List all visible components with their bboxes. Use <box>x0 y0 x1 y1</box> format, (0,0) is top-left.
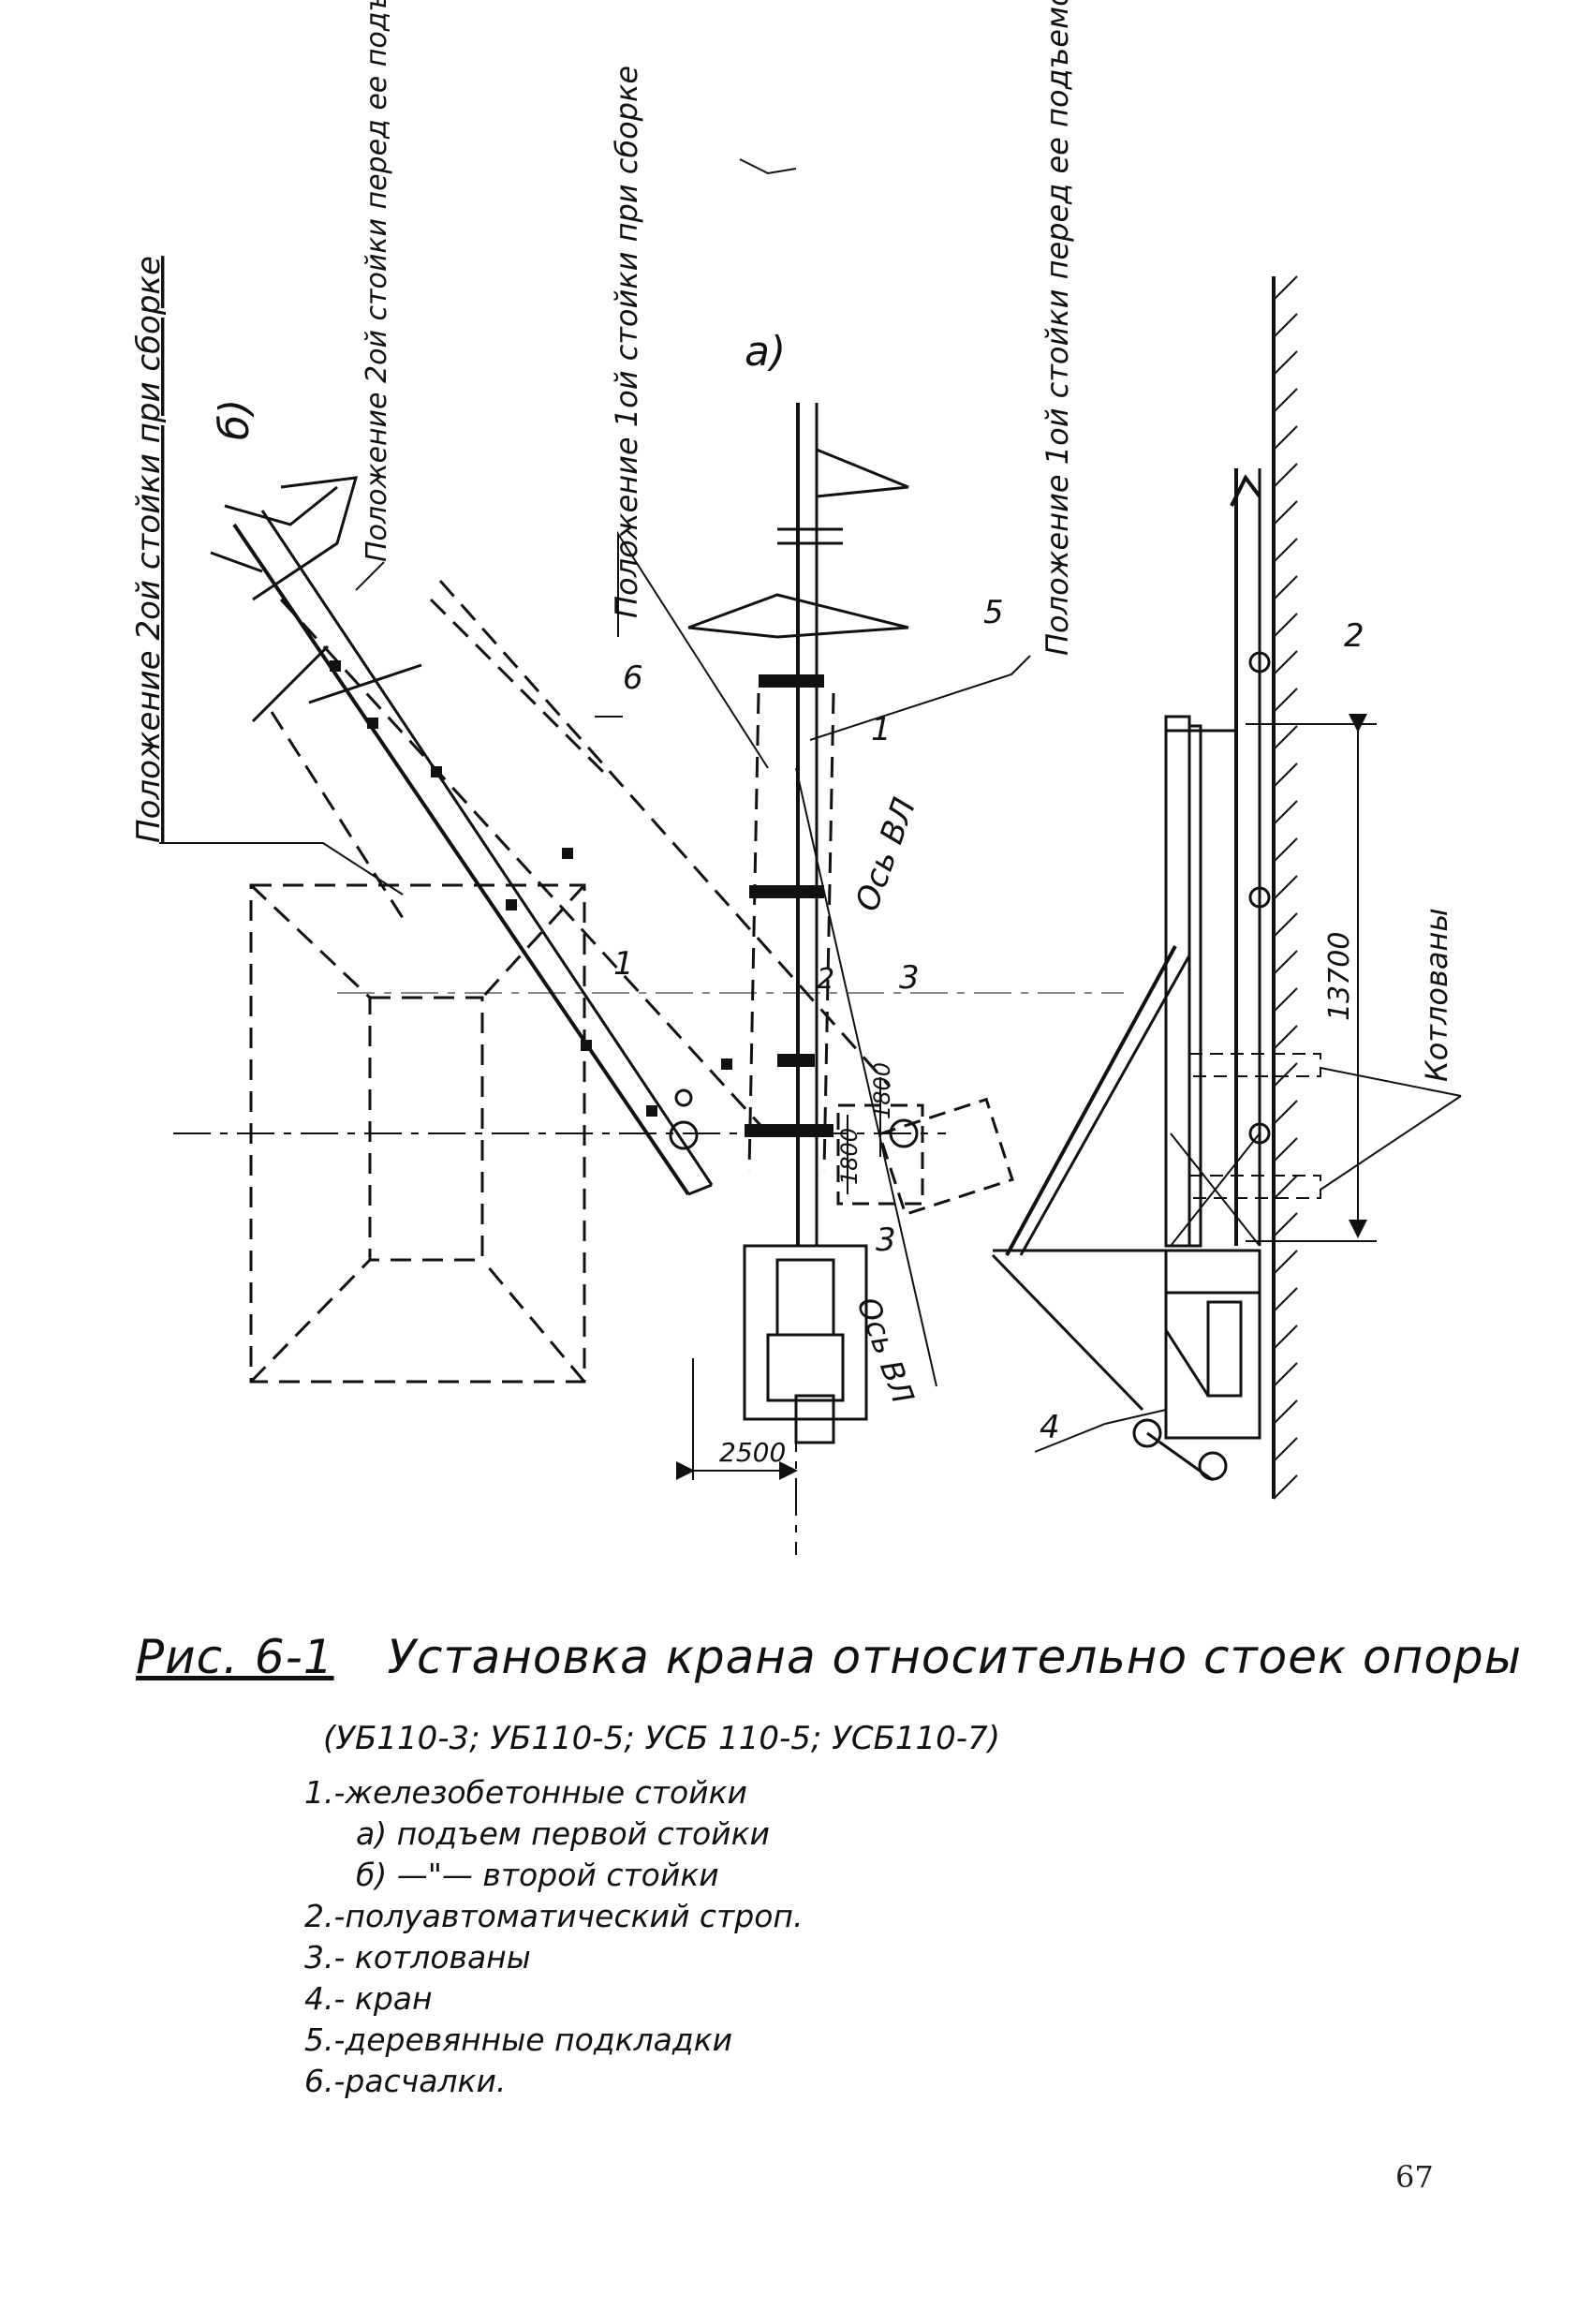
label-pos-first-lift: Положение 1ой стойки перед ее подъемом. <box>1040 0 1075 656</box>
label-pos-first-assembly: Положение 1ой стойки при сборке <box>609 66 644 618</box>
label-axis-bottom: Ось ВЛ <box>849 1293 921 1409</box>
dim-1800-a: 1800 <box>869 1062 895 1119</box>
callout-6: 6 <box>623 659 643 697</box>
label-pos-second-lift: Положение 2ой стойки перед ее подъемом <box>361 0 393 562</box>
dim-2500: 2500 <box>719 1437 786 1468</box>
legend-item: б) —"— второй стойки <box>356 1857 719 1893</box>
label-axis-top: Ось ВЛ <box>848 793 923 916</box>
figure-number: Рис. 6-1 <box>136 1630 334 1684</box>
crane-base <box>743 1244 868 1421</box>
crane-installation-diagram: Положение 2ой стойки при сборке б) Полож… <box>130 0 1462 1555</box>
legend-item: 4.- кран <box>304 1980 433 2017</box>
callout-3-top: 3 <box>899 959 920 997</box>
second-pole <box>232 523 690 1196</box>
crane-side-view <box>991 275 1462 1500</box>
caption-title-line: Рис. 6-1 Установка крана относительно ст… <box>136 1630 1521 1684</box>
callout-1-centre: 1 <box>871 711 892 748</box>
figure-legend: 1.-железобетонные стойки а) подъем перво… <box>304 1772 1494 2102</box>
page-number: 67 <box>1395 2159 1434 2195</box>
figure-caption: Рис. 6-1 Установка крана относительно ст… <box>136 1630 1521 2102</box>
callout-5: 5 <box>983 594 1004 631</box>
callout-2-centre: 2 <box>817 963 834 996</box>
label-pits: Котлованы <box>1419 908 1454 1082</box>
dim-1800-b: 1800 <box>836 1128 863 1185</box>
legend-item: 2.-полуавтоматический строп. <box>304 1898 804 1934</box>
pit-plan-inner <box>368 996 484 1262</box>
dim-13700: 13700 <box>1323 932 1356 1021</box>
label-section-b: б) <box>211 399 258 440</box>
first-pole-group <box>173 403 1124 1555</box>
legend-item: 6.-расчалки. <box>304 2063 507 2099</box>
legend-item: 5.-деревянные подкладки <box>304 2021 733 2058</box>
legend-item: а) подъем первой стойки <box>356 1815 770 1852</box>
label-pos-second-assembly: Положение 2ой стойки при сборке <box>130 256 168 843</box>
leader-lines <box>159 158 1031 896</box>
second-pole-group <box>210 476 892 1384</box>
callout-2-right: 2 <box>1344 617 1364 655</box>
callout-1-left: 1 <box>613 945 634 983</box>
figure-title: Установка крана относительно стоек опоры <box>387 1630 1523 1684</box>
callout-4: 4 <box>1040 1409 1060 1446</box>
legend-item: 1.-железобетонные стойки <box>304 1774 748 1811</box>
legend-item: 3.- котлованы <box>304 1939 531 1976</box>
label-section-a: а) <box>745 328 786 376</box>
callout-3-bottom: 3 <box>876 1221 896 1259</box>
figure-models: (УБ110-3; УБ110-5; УСБ 110-5; УСБ110-7) <box>323 1720 1000 1757</box>
